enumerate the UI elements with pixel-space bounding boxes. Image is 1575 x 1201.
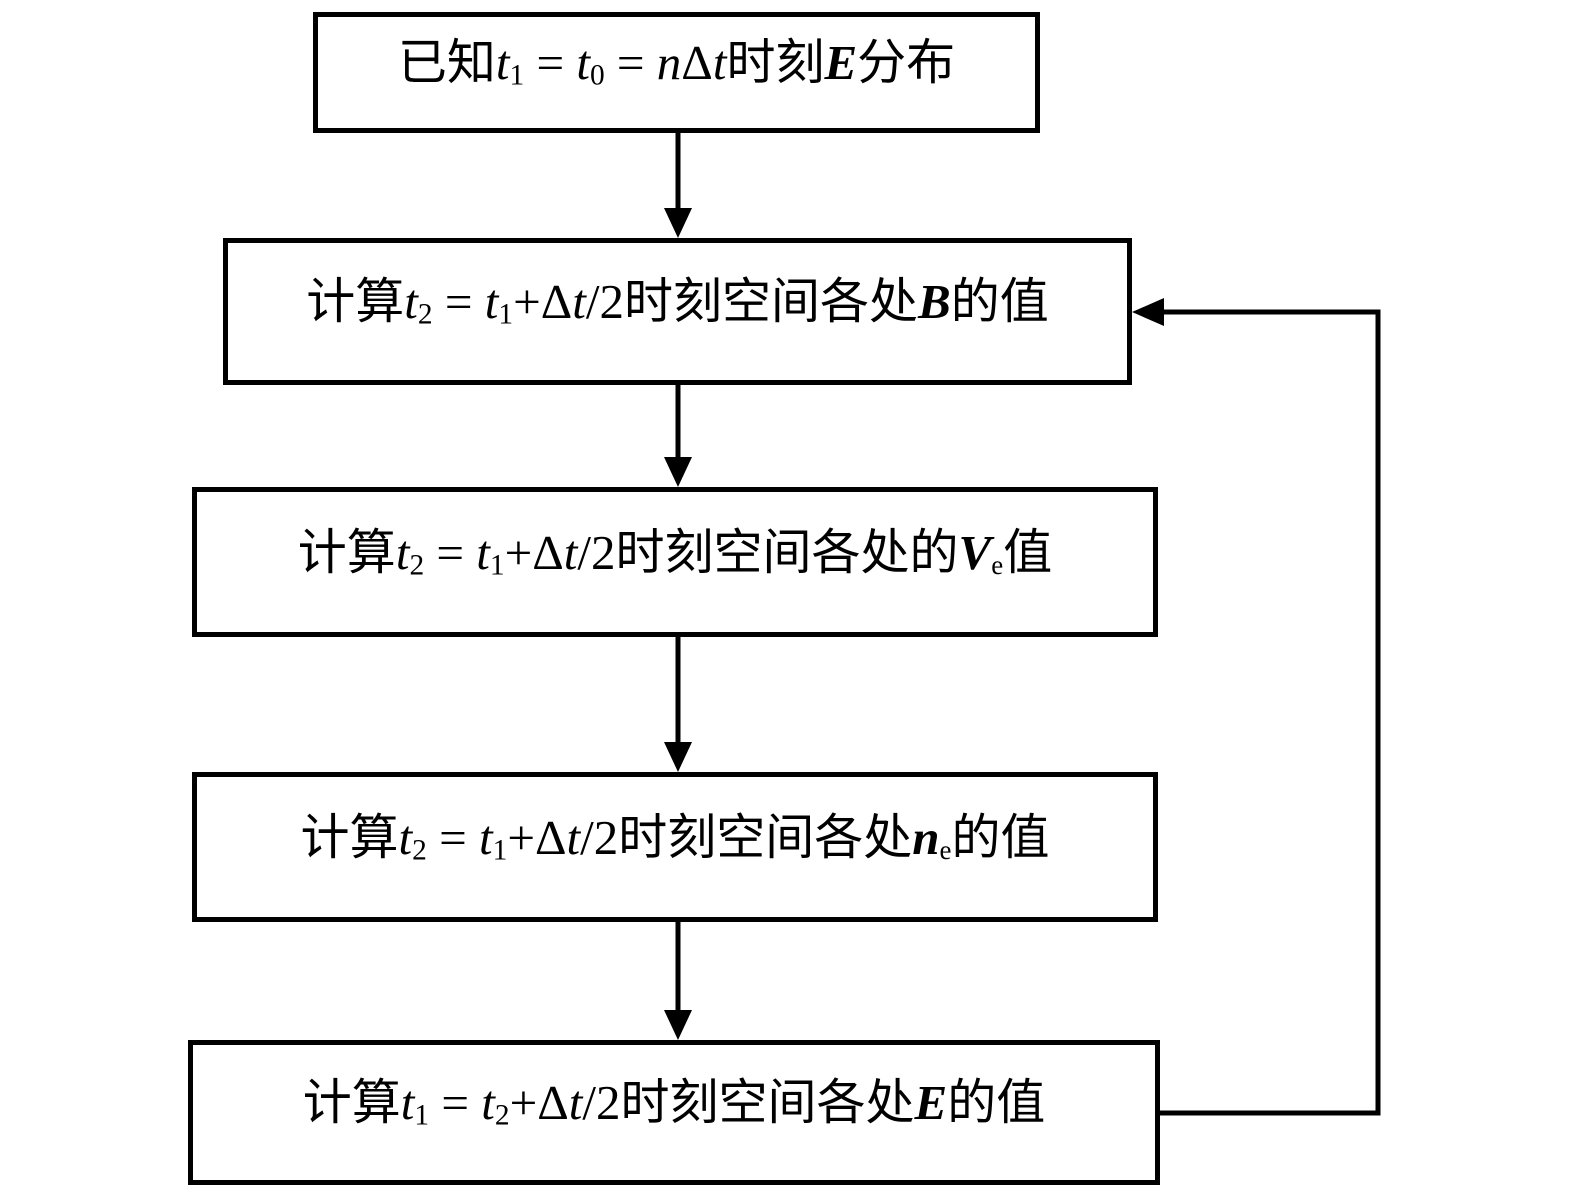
text-segment: 已知 [397, 35, 496, 91]
flow-box-compute-Ve: 计算t2 = t1+Δt/2时刻空间各处的Ve值 [192, 487, 1158, 637]
arrow-down-icon [664, 742, 692, 772]
text-segment: V [958, 524, 992, 580]
arrow-down-connector-4 [664, 920, 692, 1040]
text-segment: 的值 [947, 1075, 1046, 1131]
text-segment: = [429, 1075, 482, 1131]
text-segment: 2 [417, 298, 433, 331]
flow-box-label: 计算t1 = t2+Δt/2时刻空间各处E的值 [303, 1078, 1045, 1131]
flow-box-label: 已知t1 = t0 = nΔt时刻E分布 [398, 38, 955, 91]
text-segment: /2 [582, 1075, 621, 1131]
text-segment: t [566, 809, 581, 865]
text-segment: 2 [412, 833, 427, 866]
text-segment: 2 [409, 548, 425, 581]
text-segment: + [507, 809, 535, 865]
text-segment: t [395, 524, 410, 580]
arrow-down-icon [664, 208, 692, 238]
flow-box-label: 计算t2 = t1+Δt/2时刻空间各处的Ve值 [298, 528, 1052, 581]
flow-box-compute-B: 计算t2 = t1+Δt/2时刻空间各处B的值 [223, 238, 1132, 385]
text-segment: 分布 [857, 35, 956, 91]
text-segment: 的值 [951, 809, 1050, 865]
text-segment: Δ [681, 35, 713, 91]
text-segment: t [398, 809, 413, 865]
text-segment: Δ [532, 524, 564, 580]
text-segment: Δ [540, 274, 573, 330]
text-segment: 1 [498, 298, 514, 331]
text-segment: + [513, 274, 541, 330]
text-segment: 1 [492, 833, 508, 866]
text-segment: t [563, 524, 578, 580]
text-segment: /2 [577, 524, 616, 580]
arrow-down-icon [664, 457, 692, 487]
text-segment: + [509, 1075, 538, 1131]
arrow-down-icon [664, 1010, 692, 1040]
feedback-loop-connector [1132, 298, 1381, 1116]
text-segment: t [712, 35, 727, 91]
text-segment: 的值 [950, 274, 1049, 330]
text-segment: 时刻空间各处的 [615, 524, 959, 580]
flow-box-initial-condition: 已知t1 = t0 = nΔt时刻E分布 [313, 12, 1040, 133]
text-segment: t [481, 1075, 495, 1131]
flow-box-compute-E: 计算t1 = t2+Δt/2时刻空间各处E的值 [188, 1040, 1160, 1185]
text-segment: t [400, 1075, 415, 1131]
text-segment: 1 [509, 59, 525, 92]
text-segment: e [991, 549, 1004, 580]
text-segment: E [914, 1075, 948, 1131]
text-segment: t [572, 274, 586, 330]
text-segment: t [404, 274, 418, 330]
text-segment: 时刻空间各处 [620, 1075, 915, 1131]
text-segment: = [424, 524, 477, 580]
text-segment: = [604, 35, 657, 91]
text-segment: n [656, 35, 682, 91]
text-segment: t [495, 35, 510, 91]
text-segment: 计算 [306, 274, 405, 330]
text-segment: e [939, 834, 952, 865]
text-segment: B [918, 274, 951, 330]
text-segment: 2 [494, 1099, 510, 1132]
text-segment: 计算 [300, 809, 399, 865]
text-segment: 计算 [302, 1075, 401, 1131]
text-segment: 1 [414, 1099, 430, 1132]
text-segment: n [912, 809, 940, 865]
text-segment: 1 [489, 548, 505, 581]
text-segment: 计算 [297, 524, 396, 580]
text-segment: = [426, 809, 479, 865]
text-segment: t [478, 809, 493, 865]
flow-box-label: 计算t2 = t1+Δt/2时刻空间各处ne的值 [301, 813, 1050, 866]
arrow-down-connector-1 [664, 131, 692, 238]
flow-box-compute-ne: 计算t2 = t1+Δt/2时刻空间各处ne的值 [192, 772, 1158, 922]
arrow-down-connector-3 [664, 635, 692, 772]
flow-box-label: 计算t2 = t1+Δt/2时刻空间各处B的值 [306, 277, 1048, 330]
text-segment: Δ [534, 809, 567, 865]
text-segment: 时刻空间各处 [624, 274, 919, 330]
text-segment: = [432, 274, 485, 330]
text-segment: /2 [580, 809, 619, 865]
text-segment: t [568, 1075, 583, 1131]
text-segment: t [484, 274, 499, 330]
text-segment: 0 [589, 59, 605, 92]
arrow-down-connector-2 [664, 383, 692, 487]
text-segment: 时刻空间各处 [618, 809, 913, 865]
text-segment: /2 [585, 274, 624, 330]
text-segment: 时刻 [726, 35, 825, 91]
text-segment: t [576, 35, 590, 91]
arrow-left-icon [1132, 298, 1164, 326]
text-segment: Δ [537, 1075, 569, 1131]
text-segment: + [504, 524, 533, 580]
text-segment: E [824, 35, 858, 91]
text-segment: 值 [1003, 524, 1053, 580]
text-segment: = [524, 35, 577, 91]
text-segment: t [476, 524, 490, 580]
